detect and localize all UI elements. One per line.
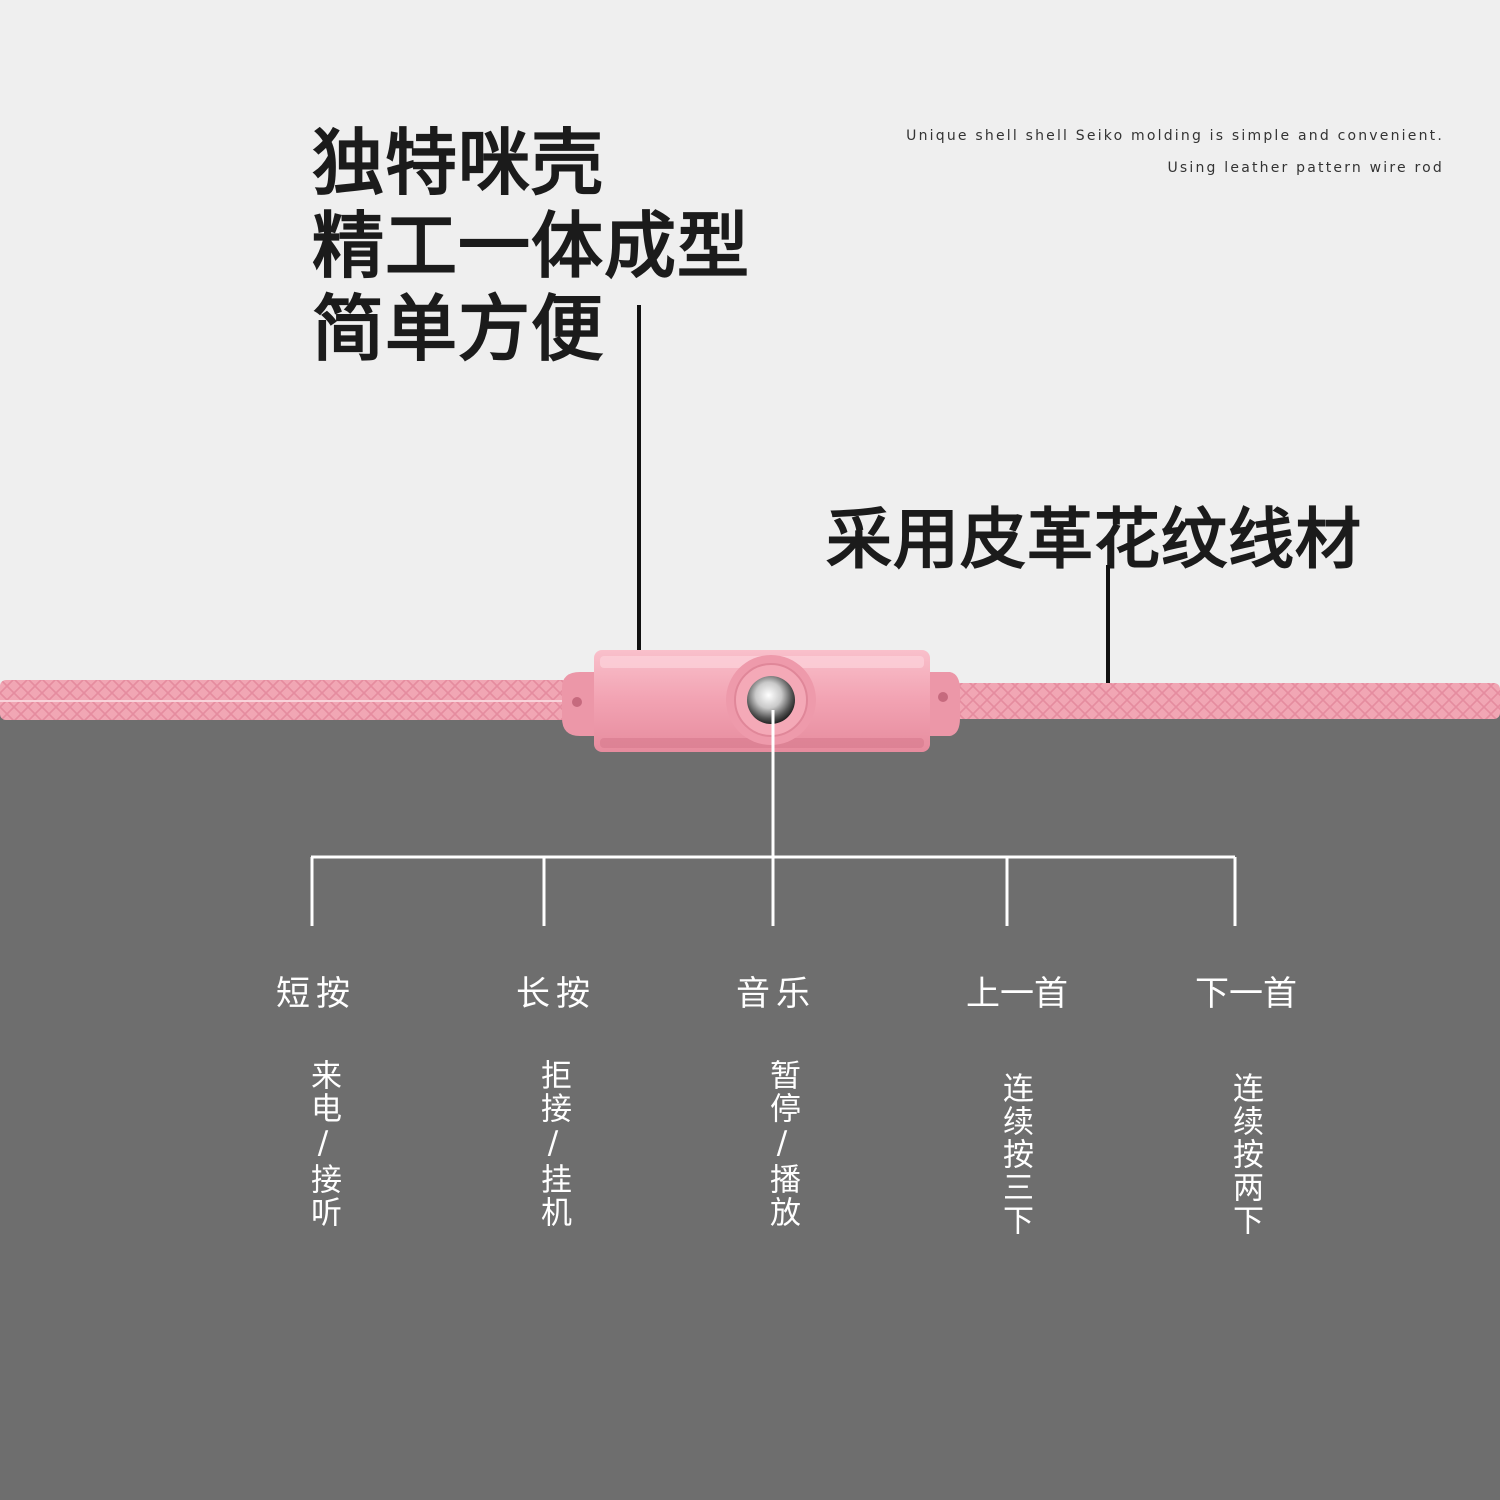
english-caption-1: Unique shell shell Seiko molding is simp… <box>906 128 1444 144</box>
bottom-background <box>0 705 1500 1500</box>
function-connector <box>310 710 1237 926</box>
function-title-next-track: 下一首 <box>1195 974 1297 1014</box>
function-desc-next-track: 连续按两下 <box>1227 1071 1263 1237</box>
function-desc-long-press: 拒接/挂机 <box>535 1059 571 1229</box>
headline-line-2: 精工一体成型 <box>312 204 751 288</box>
right-cable <box>940 683 1500 719</box>
function-desc-short-press: 来电/接听 <box>305 1059 341 1229</box>
headline-line-1: 独特咪壳 <box>312 121 605 205</box>
function-title-long-press: 长按 <box>516 974 596 1014</box>
shell-callout-line <box>637 305 641 670</box>
function-desc-music: 暂停/播放 <box>764 1059 800 1229</box>
function-title-previous-track: 上一首 <box>966 974 1068 1014</box>
inline-controller <box>562 650 960 752</box>
english-caption-2: Using leather pattern wire rod <box>1167 160 1444 176</box>
top-background <box>0 0 1500 705</box>
wire-label: 采用皮革花纹线材 <box>826 501 1362 578</box>
function-desc-previous-track: 连续按三下 <box>997 1071 1033 1237</box>
function-title-music: 音乐 <box>736 974 816 1014</box>
headline-line-3: 简单方便 <box>312 287 605 371</box>
wire-callout-line <box>1106 565 1110 698</box>
headline: 独特咪壳 精工一体成型 简单方便 <box>312 122 750 371</box>
function-title-short-press: 短按 <box>276 974 356 1014</box>
left-cable <box>0 680 575 720</box>
